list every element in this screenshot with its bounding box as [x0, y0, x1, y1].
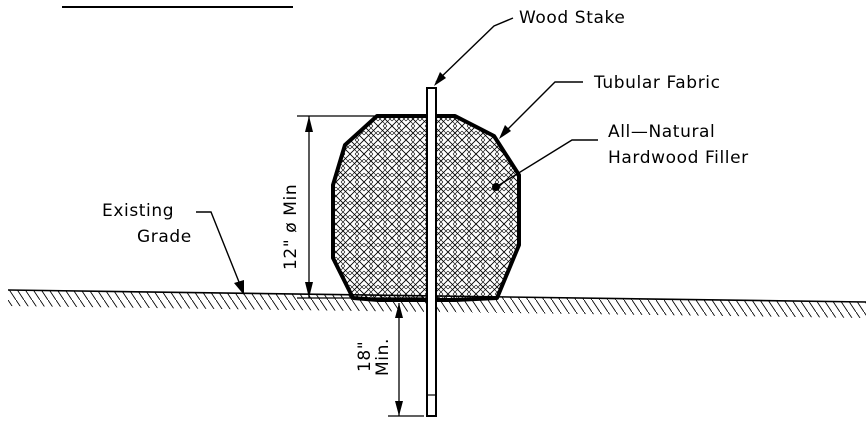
- filler-label-line1: All—Natural: [608, 122, 715, 142]
- depth-label-line2: Min.: [373, 338, 393, 376]
- wood-stake-label: Wood Stake: [519, 8, 625, 28]
- existing-label-line2: Grade: [137, 227, 192, 247]
- depth-label-line1: 18": [355, 341, 375, 372]
- tubular-fabric-label: Tubular Fabric: [593, 73, 721, 93]
- wood-stake: [426, 87, 437, 417]
- diameter-label: 12" ø Min: [281, 184, 301, 270]
- filler-label-line2: Hardwood Filler: [608, 148, 749, 168]
- existing-label-line1: Existing: [102, 201, 174, 221]
